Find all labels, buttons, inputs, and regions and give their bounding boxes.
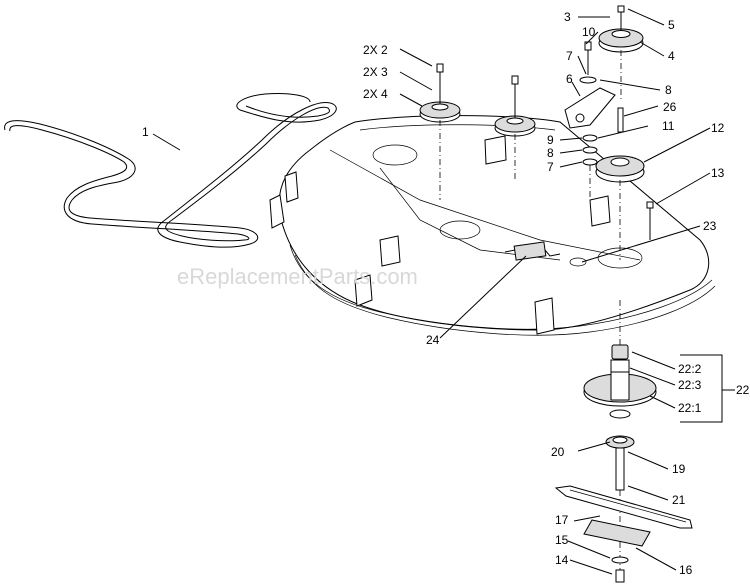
callout-8a: 8: [665, 83, 672, 97]
callout-11: 11: [662, 119, 675, 133]
callout-5: 5: [668, 18, 675, 32]
belt: [4, 93, 337, 248]
callout-6: 6: [566, 72, 573, 86]
callout-26: 26: [663, 100, 677, 114]
callout-24: 24: [426, 333, 440, 347]
callout-8b: 8: [547, 146, 554, 160]
deck-housing: [269, 115, 716, 336]
bolt-washer: [611, 556, 629, 583]
callout-20: 20: [551, 445, 565, 459]
idler-pulley-left: [419, 63, 461, 123]
callout-22-1: 22:1: [678, 401, 702, 415]
callout-22-3: 22:3: [678, 378, 702, 392]
callout-19: 19: [672, 462, 686, 476]
callout-22-2: 22:2: [678, 362, 702, 376]
callout-4b: 4: [668, 49, 675, 63]
idler-pulley-right: [494, 75, 536, 137]
idler-arm: [564, 41, 624, 166]
callout-22: 22: [736, 383, 750, 397]
spindle-assembly: [583, 344, 657, 491]
callout-16: 16: [679, 563, 693, 577]
callouts: 1 2X 2 2X 3 2X 4 3 4 5 6 7 7 8 8 9 10 11…: [142, 10, 750, 577]
blade-plate: [583, 519, 651, 547]
callout-13: 13: [711, 166, 725, 180]
callout-9: 9: [547, 133, 554, 147]
leader-lines: [152, 8, 735, 575]
callout-15: 15: [555, 533, 569, 547]
callout-2: 2X 2: [363, 43, 388, 57]
callout-4: 2X 4: [363, 87, 388, 101]
callout-3: 2X 3: [363, 65, 388, 79]
callout-14: 14: [555, 553, 569, 567]
callout-17: 17: [555, 513, 569, 527]
callout-23: 23: [703, 219, 717, 233]
blade: [554, 485, 693, 529]
watermark: eReplacementParts.com: [177, 264, 418, 289]
callout-7b: 7: [547, 160, 554, 174]
callout-12: 12: [711, 121, 725, 135]
idler-pulley-top: [598, 5, 644, 53]
callout-7a: 7: [566, 49, 573, 63]
callout-1: 1: [142, 125, 149, 139]
callout-10: 10: [582, 25, 596, 39]
callout-3b: 3: [564, 10, 571, 24]
callout-21: 21: [672, 493, 686, 507]
